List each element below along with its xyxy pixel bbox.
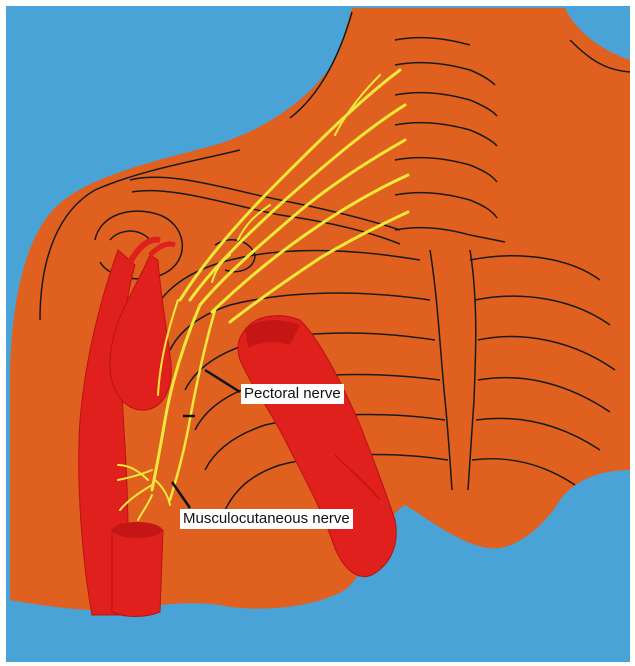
pectoral-nerve-label: Pectoral nerve (241, 384, 344, 404)
musculocutaneous-nerve-label: Musculocutaneous nerve (180, 509, 353, 529)
